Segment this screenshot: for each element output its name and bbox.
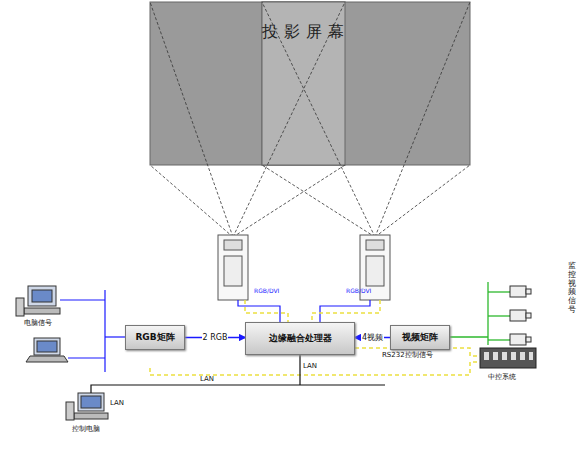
label: 控制电脑 [72,424,100,434]
label: RS232控制信号 [382,350,433,360]
label: RGB/DVI [346,287,371,294]
label: LAN [110,399,124,407]
label: LAN [303,362,317,370]
label: 电脑信号 [24,318,52,328]
label: 投影屏幕 [262,22,350,43]
edge-label: 4视频 [361,332,384,343]
label: LAN [200,375,214,383]
label: 监控视频信号 [568,262,576,315]
process-box: RGB矩阵 [125,325,185,350]
edge-label: 2 RGB [202,333,229,342]
process-box: 边缘融合处理器 [245,322,355,355]
label: RGB/DVI [254,287,279,294]
label: 中控系统 [488,372,516,382]
box-label: 边缘融合处理器 [269,332,332,345]
box-label: RGB矩阵 [135,331,174,344]
process-box: 视频矩阵 [390,325,450,350]
box-label: 视频矩阵 [402,331,438,344]
